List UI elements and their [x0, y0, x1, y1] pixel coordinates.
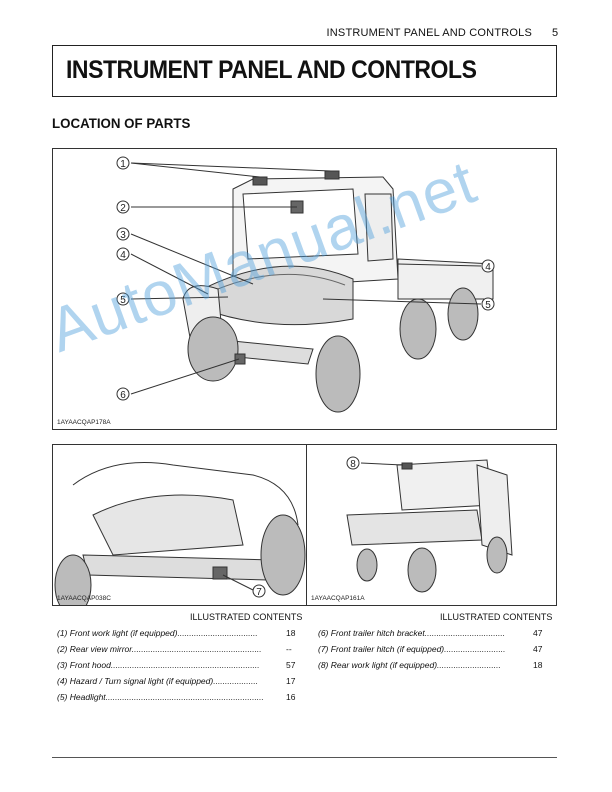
- callout-4b: 4: [485, 262, 491, 273]
- contents-page: 18: [286, 628, 296, 638]
- contents-item: (3) Front hood..........................…: [57, 660, 260, 670]
- contents-item: (4) Hazard / Turn signal light (if equip…: [57, 676, 259, 686]
- callout-6: 6: [120, 390, 126, 401]
- figure-code: 1AYAACQAP178A: [57, 419, 111, 426]
- contents-item: (8) Rear work light (if equipped).......…: [318, 660, 501, 670]
- running-header: INSTRUMENT PANEL AND CONTROLS 5: [0, 27, 612, 41]
- front-hitch-illustration: 7: [54, 462, 306, 605]
- page-title: INSTRUMENT PANEL AND CONTROLS: [66, 56, 477, 84]
- page-number: 5: [552, 27, 559, 39]
- callout-3: 3: [120, 230, 126, 241]
- vehicle-rear-figure: 8 1AYAACQAP161A: [306, 444, 557, 606]
- contents-page: 17: [286, 676, 296, 686]
- vehicle-rear-illustration: 8: [346, 456, 513, 593]
- contents-item: (6) Front trailer hitch bracket.........…: [318, 628, 506, 638]
- front-hitch-figure: 7 1AYAACQAP038C: [52, 444, 308, 606]
- bottom-rule: [52, 757, 557, 758]
- contents-item: (7) Front trailer hitch (if equipped)...…: [318, 644, 506, 654]
- running-title: INSTRUMENT PANEL AND CONTROLS: [326, 27, 532, 39]
- contents-heading-right: ILLUSTRATED CONTENTS: [440, 612, 553, 622]
- contents-page: 47: [533, 644, 543, 654]
- contents-page: --: [286, 644, 292, 654]
- callout-5: 5: [120, 295, 126, 306]
- contents-page: 47: [533, 628, 543, 638]
- figure-code: 1AYAACQAP038C: [57, 595, 111, 602]
- callout-8: 8: [350, 459, 356, 470]
- callout-5b: 5: [485, 300, 491, 311]
- figure-code: 1AYAACQAP161A: [311, 595, 365, 602]
- contents-item: (2) Rear view mirror....................…: [57, 644, 262, 654]
- section-heading: LOCATION OF PARTS: [52, 115, 191, 131]
- callout-2: 2: [120, 203, 126, 214]
- contents-page: 57: [286, 660, 296, 670]
- vehicle-front-figure: 1 2 3 4 5 4 5 6 1AYAACQAP178A: [52, 148, 557, 430]
- page-title-box: INSTRUMENT PANEL AND CONTROLS: [52, 45, 557, 97]
- contents-page: 18: [533, 660, 543, 670]
- contents-page: 16: [286, 692, 296, 702]
- callout-4: 4: [120, 250, 126, 261]
- vehicle-front-illustration: 1 2 3 4 5 4 5 6: [116, 156, 495, 413]
- contents-item: (5) Headlight...........................…: [57, 692, 264, 702]
- contents-heading-left: ILLUSTRATED CONTENTS: [190, 612, 303, 622]
- contents-item: (1) Front work light (if equipped)......…: [57, 628, 258, 638]
- callout-1: 1: [120, 159, 126, 170]
- callout-7: 7: [256, 587, 262, 598]
